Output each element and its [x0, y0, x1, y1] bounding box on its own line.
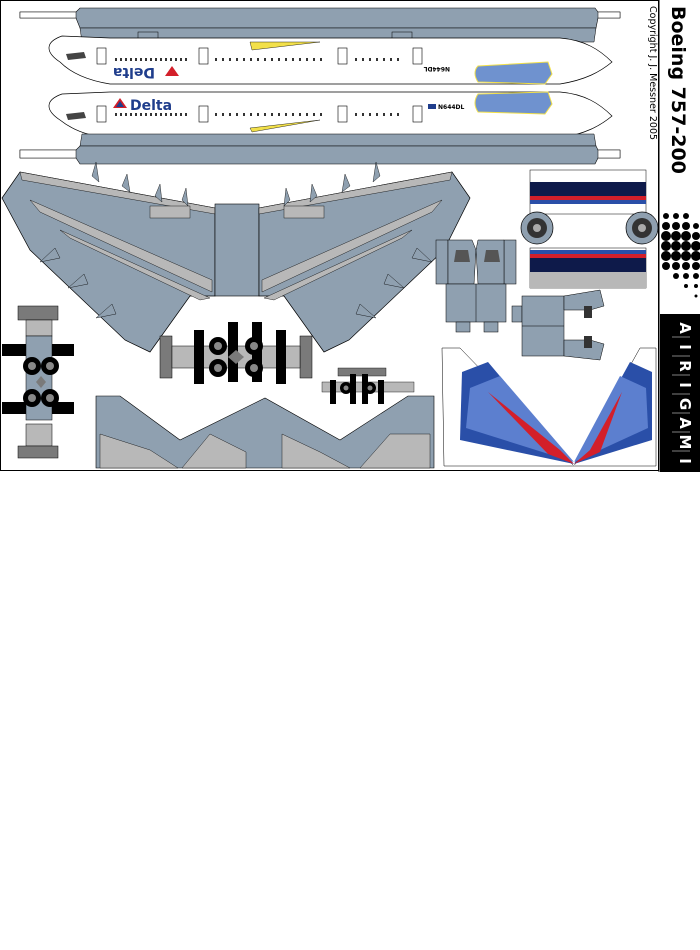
engine-cowling-panel [520, 169, 659, 289]
brand-airigami: A I R I G A M I [676, 322, 694, 464]
nose-gear-panel [2, 305, 74, 459]
fuselage-roof-strip [19, 7, 621, 29]
halftone-dots [661, 213, 700, 298]
svg-text:I: I [676, 458, 694, 464]
vertical-tail [441, 347, 657, 467]
svg-text:A: A [676, 322, 694, 334]
engine-pylon-panel [435, 239, 605, 361]
svg-text:N644DL: N644DL [438, 104, 465, 111]
fuselage-panel: Delta N644DL [19, 7, 621, 165]
small-gear-panel [321, 367, 415, 404]
delta-logo-upper: Delta [113, 64, 155, 80]
main-gear-panel [159, 322, 313, 384]
svg-text:I: I [676, 344, 694, 350]
svg-text:R: R [676, 360, 694, 372]
sheet-title: Boeing 757-200 [667, 6, 689, 174]
svg-text:Delta: Delta [130, 98, 172, 114]
tail-color-patch [474, 61, 553, 85]
papercraft-sheet: Delta N644DL [0, 0, 700, 472]
wing-panel [1, 161, 471, 353]
engine-fan-left-icon [520, 211, 554, 245]
copyright-text: Copyright J. J. Messner 2005 [647, 6, 658, 140]
title-sidebar: A I R I G A M I Boeing 757-200 Copyright… [647, 0, 700, 472]
svg-text:Delta: Delta [113, 64, 155, 80]
svg-text:A: A [676, 417, 694, 429]
delta-logo-lower: Delta [113, 98, 172, 114]
svg-text:I: I [676, 382, 694, 388]
engine-fan-right-icon [625, 211, 659, 245]
svg-text:M: M [676, 435, 694, 450]
svg-text:G: G [676, 398, 694, 410]
horizontal-stabilizer [95, 395, 435, 469]
svg-text:N644DL: N644DL [423, 65, 450, 72]
wing-root-fairing-stripe [249, 41, 321, 51]
fuselage-side-upper [48, 35, 613, 85]
wing-center-section [214, 203, 260, 297]
